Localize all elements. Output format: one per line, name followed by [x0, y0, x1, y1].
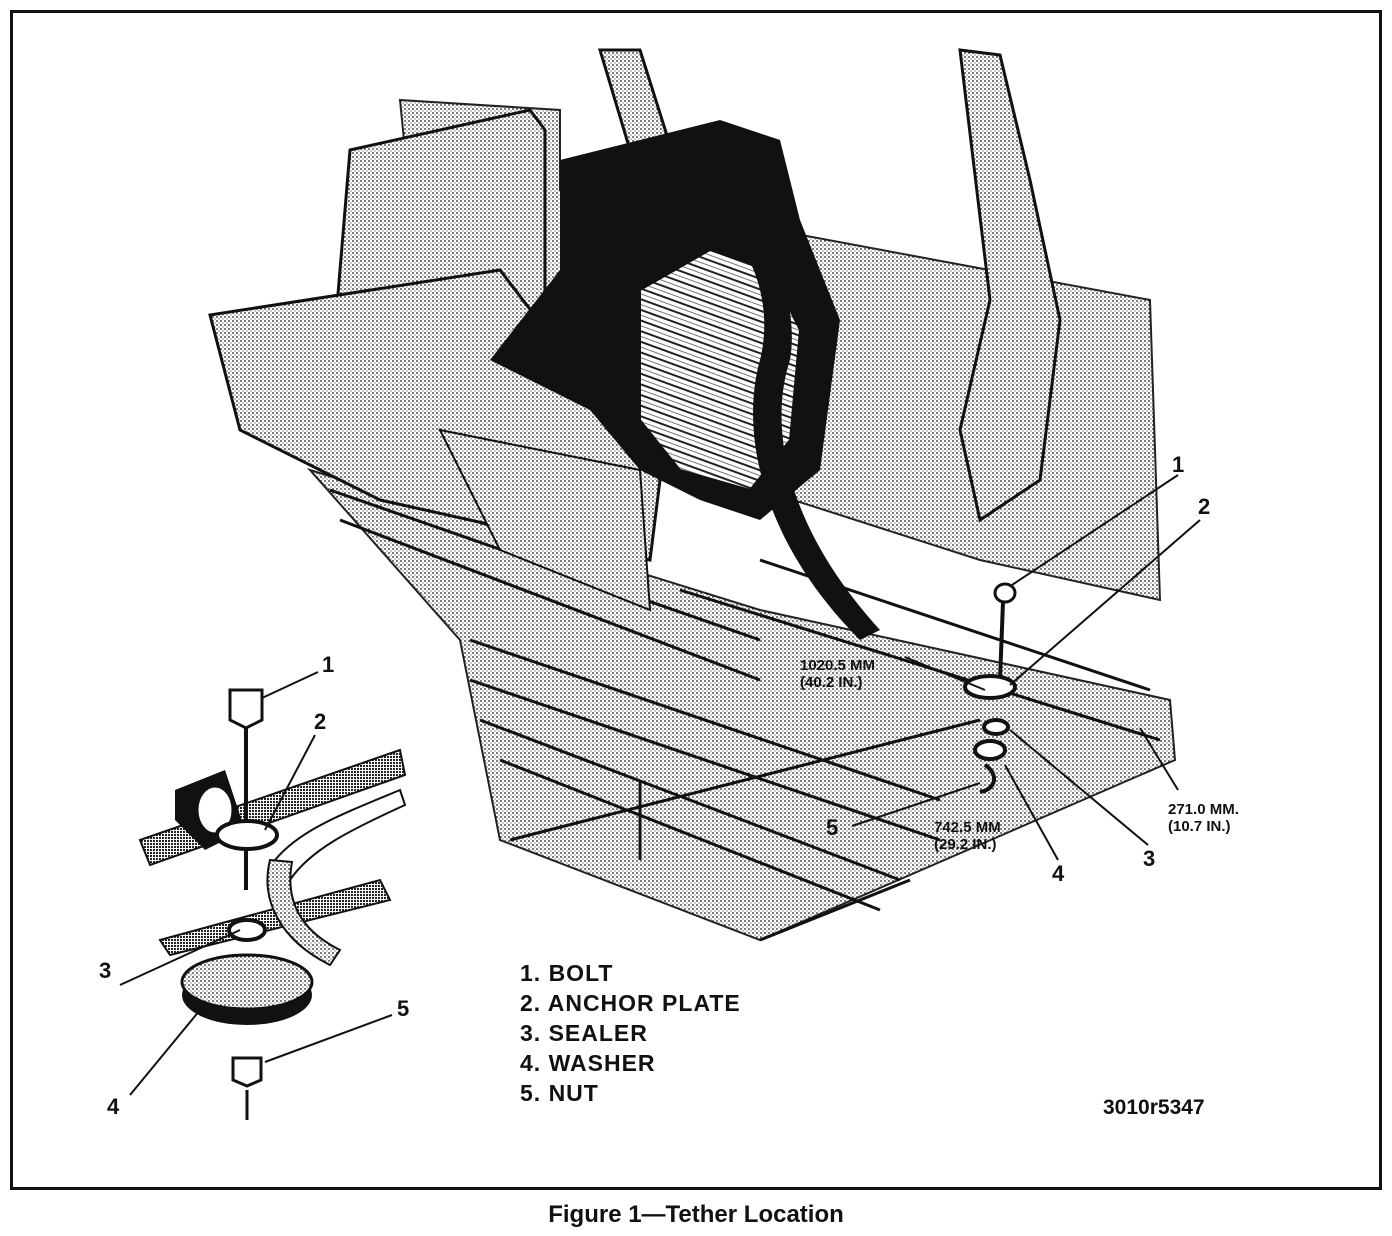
detail-callout-nut: 5 [397, 996, 410, 1021]
dimension-271mm-inch: (10.7 IN.) [1168, 817, 1231, 835]
dimension-1020mm-inch: (40.2 IN.) [800, 673, 863, 691]
dimension-1020mm-metric: 1020.5 MM [800, 657, 876, 674]
main-callout-bolt: 1 [1172, 452, 1185, 477]
dimension-271mm: 271.0 MM. (10.7 IN.) [1168, 801, 1239, 835]
parts-legend: 1. BOLT 2. ANCHOR PLATE 3. SEALER 4. WAS… [520, 958, 741, 1108]
detail-callout-sealer: 3 [99, 958, 112, 983]
legend-item-anchor-plate: 2. ANCHOR PLATE [520, 990, 741, 1016]
dimension-742mm-inch: (29.2 IN.) [934, 835, 997, 853]
detail-callout-bolt: 1 [322, 652, 335, 677]
figure-code: 3010r5347 [1103, 1096, 1205, 1119]
main-callout-washer: 4 [1052, 861, 1065, 886]
main-callout-sealer: 3 [1143, 846, 1156, 871]
detail-callout-anchor-plate: 2 [314, 709, 327, 734]
detail-exploded-view [138, 688, 407, 1120]
main-leaders [851, 474, 1201, 861]
dimension-742mm: 742.5 MM (29.2 IN.) [934, 819, 1001, 853]
detail-callout-washer: 4 [107, 1094, 120, 1119]
anchor-hardware [963, 582, 1017, 794]
dimension-1020mm: 1020.5 MM (40.2 IN.) [800, 657, 876, 691]
figure-caption: Figure 1—Tether Location [548, 1201, 844, 1228]
main-callout-anchor-plate: 2 [1198, 494, 1211, 519]
legend-item-nut: 5. NUT [520, 1080, 599, 1106]
detail-leaders [119, 671, 393, 1096]
legend-item-sealer: 3. SEALER [520, 1020, 648, 1046]
main-callout-nut: 5 [826, 815, 839, 840]
legend-item-washer: 4. WASHER [520, 1050, 656, 1076]
dimension-271mm-metric: 271.0 MM. [1168, 801, 1239, 818]
vehicle-floor [306, 467, 1177, 942]
legend-item-bolt: 1. BOLT [520, 960, 614, 986]
dimension-742mm-metric: 742.5 MM [934, 819, 1001, 836]
figure-frame [10, 10, 1382, 1190]
child-seat [490, 120, 880, 640]
